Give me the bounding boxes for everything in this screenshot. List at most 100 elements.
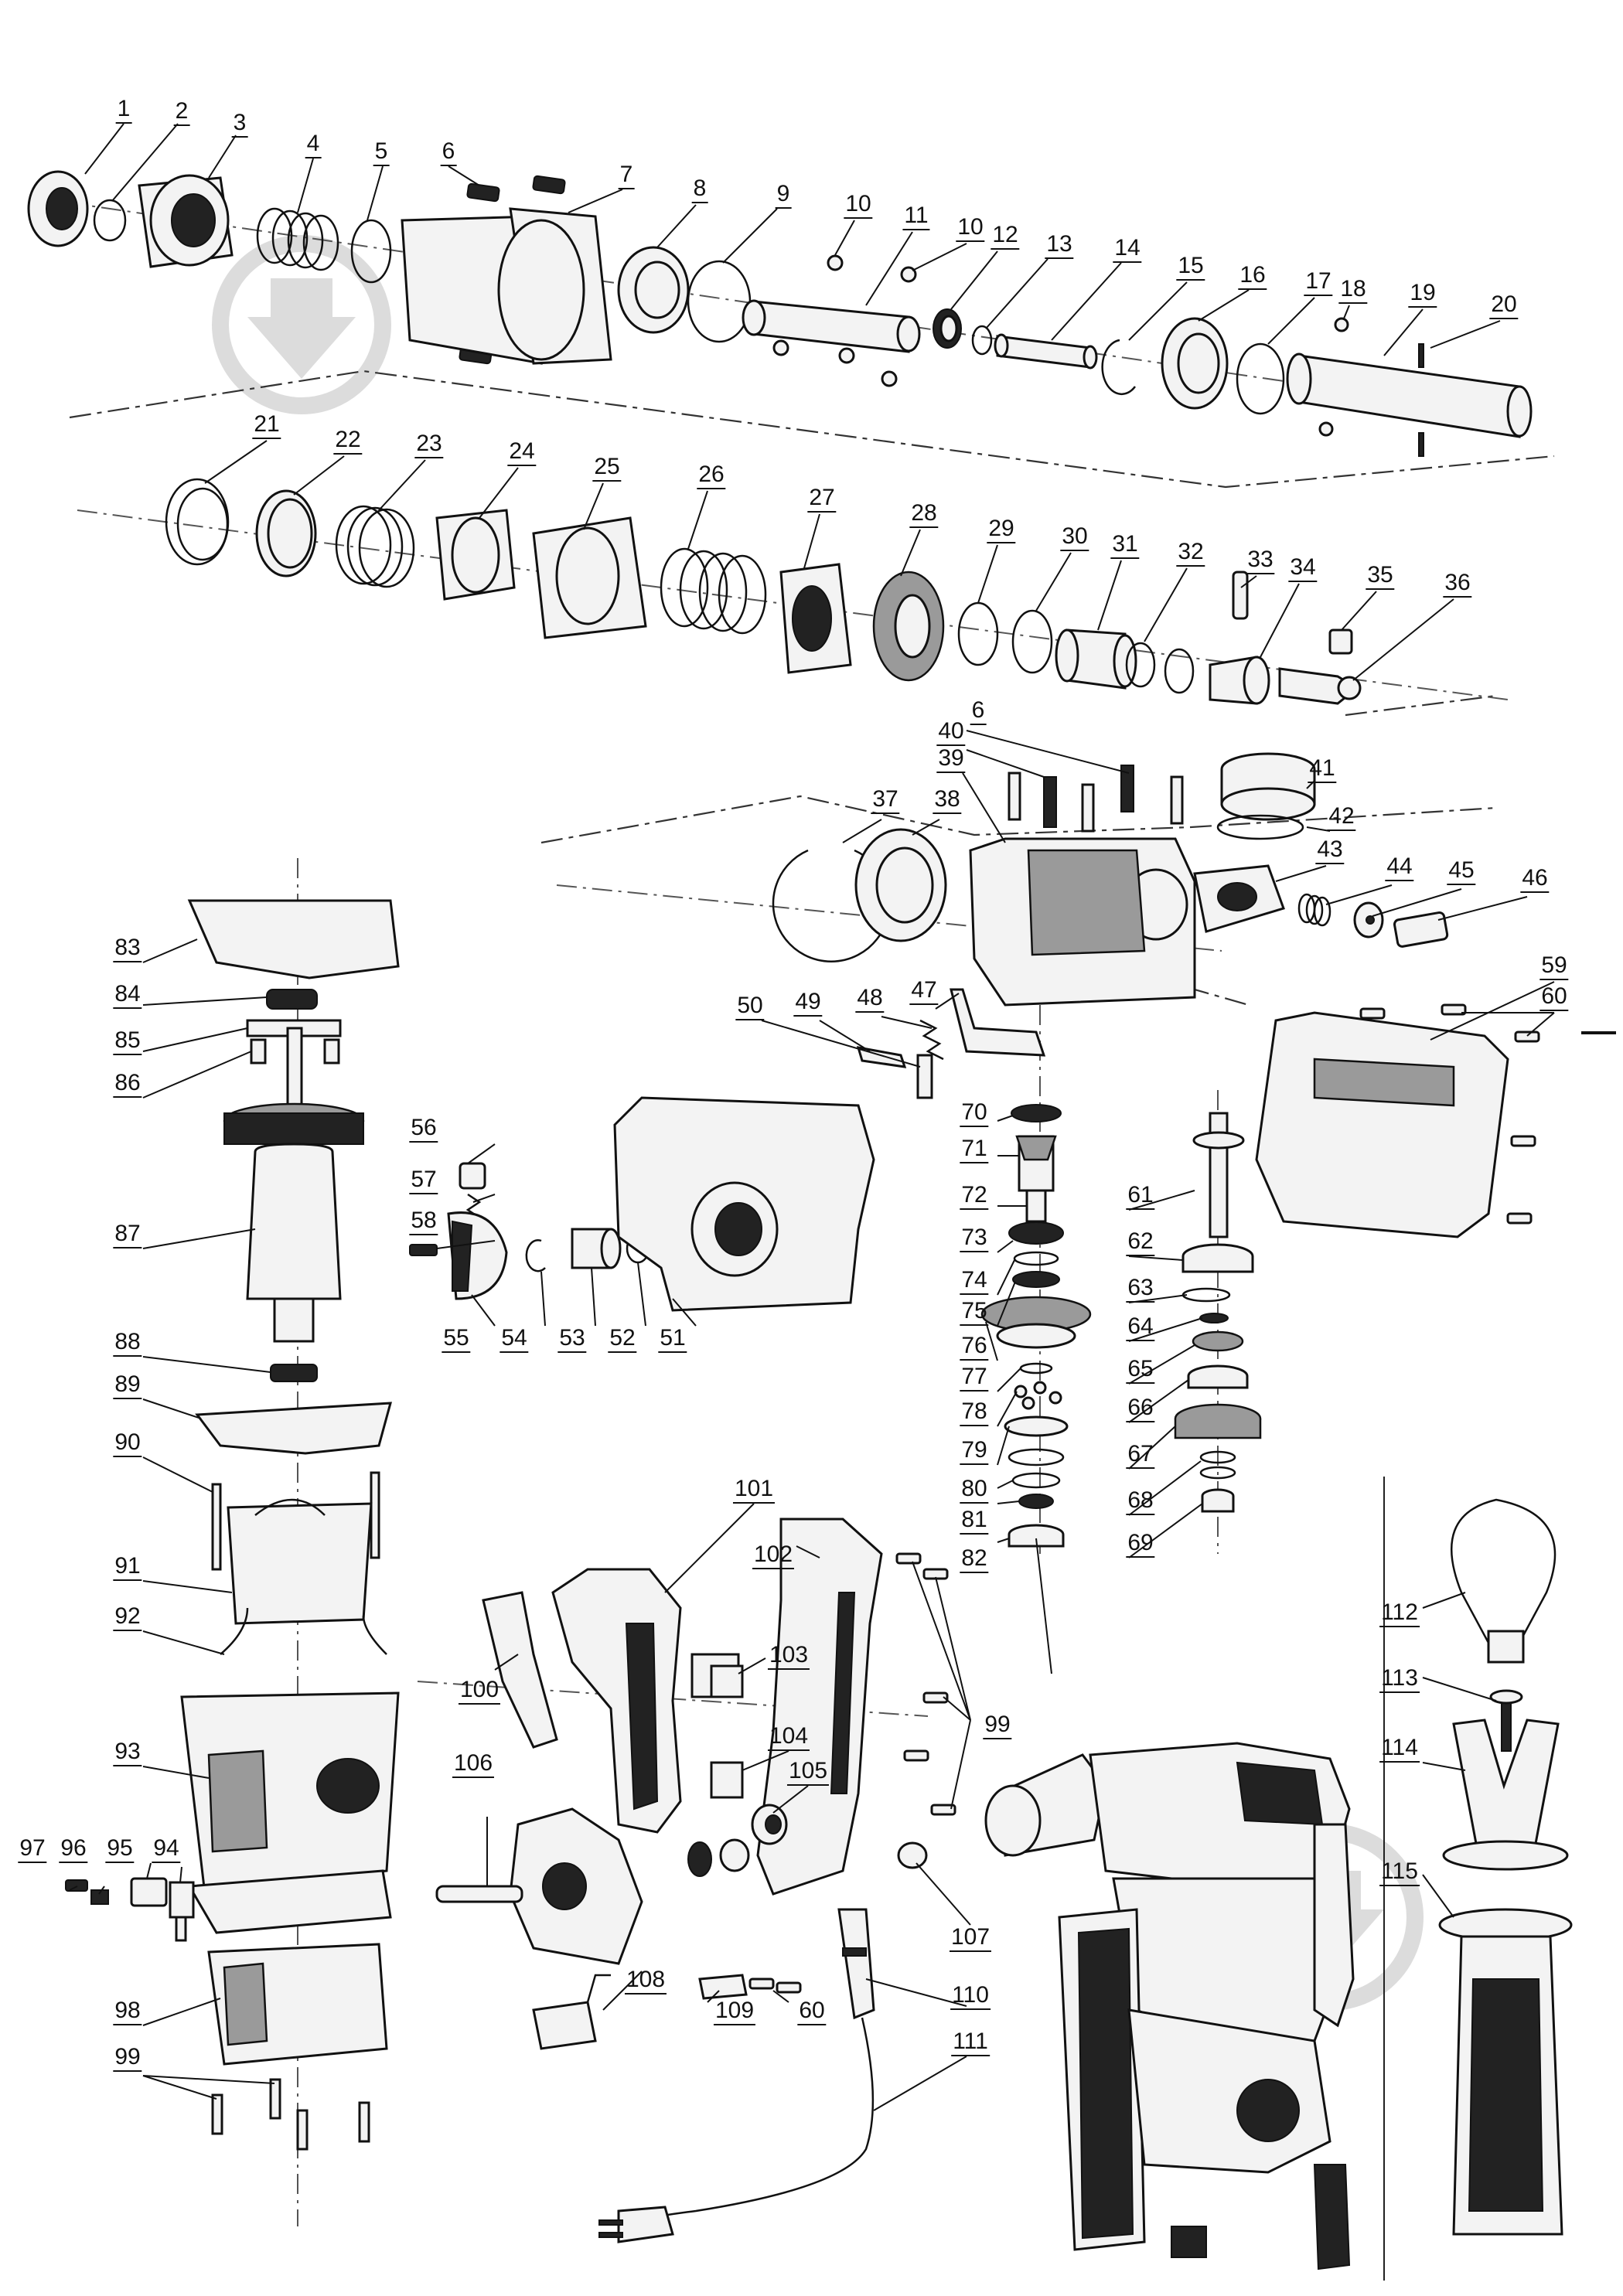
part-65 [1192,1330,1244,1352]
row-3-gearbox [772,752,1449,1007]
part-100 [482,1591,558,1749]
part-105 [751,1804,788,1845]
callout-47: 47 [909,979,939,1005]
callout-44: 44 [1385,855,1415,881]
callout-28: 28 [909,502,939,528]
part-58 [409,1244,438,1256]
callout-46: 46 [1520,867,1550,893]
part-88 [270,1364,318,1382]
part-62 [1181,1243,1254,1273]
callout-36: 36 [1443,571,1473,598]
part-27 [779,563,852,674]
callout-1: 1 [115,97,132,124]
part-5 [350,219,392,284]
part-87 [223,1027,365,1343]
part-107 [897,1841,928,1869]
part-21 [165,478,230,566]
callout-94: 94 [152,1837,182,1863]
callout-77: 77 [960,1365,990,1392]
callout-58: 58 [409,1209,439,1235]
callout-20: 20 [1489,293,1519,319]
callout-78: 78 [960,1400,990,1426]
callout-29: 29 [987,517,1017,543]
part-14 [994,333,1098,370]
callout-67: 67 [1126,1443,1156,1469]
callout-101: 101 [732,1477,776,1504]
part-103 [690,1653,744,1698]
callout-87: 87 [113,1222,143,1248]
callout-45: 45 [1447,859,1477,885]
callout-71: 71 [960,1137,990,1163]
part-114 [1442,1719,1569,1871]
part-94 [169,1881,195,1942]
part-61 [1192,1112,1245,1238]
part-108 [532,1974,611,2050]
callout-55: 55 [442,1327,472,1353]
callout-98: 98 [113,1999,143,2025]
part-113 [1489,1689,1523,1752]
part-110 [837,1908,875,2020]
callout-107: 107 [949,1926,992,1952]
callout-23: 23 [414,432,445,458]
callout-26: 26 [697,463,727,489]
callout-104: 104 [767,1725,810,1751]
callout-81: 81 [960,1508,990,1535]
part-95 [130,1877,168,1907]
callout-48: 48 [855,986,885,1013]
callout-35: 35 [1366,564,1396,590]
part-111 [598,2017,875,2243]
part-98 [207,1943,388,2066]
side-handle-assembly [1438,1498,1573,2236]
part-79 [1004,1415,1069,1437]
part-32 [1125,642,1195,694]
callout-108: 108 [624,1968,667,1995]
callout-19: 19 [1408,281,1438,308]
part-75 [1012,1271,1060,1288]
part-31 [1055,629,1137,690]
part-42 [1216,814,1304,840]
part-101 [509,1568,682,1965]
callout-86: 86 [113,1071,143,1098]
part-19 [1286,353,1533,438]
part-6-40-screws [1008,765,1184,833]
callout-18: 18 [1338,278,1369,304]
callout-90: 90 [113,1431,143,1457]
part-70 [1011,1104,1062,1122]
callout-4: 4 [305,132,322,158]
part-112 [1451,1498,1557,1664]
motor-assembly [65,899,400,2151]
part-45 [1353,901,1384,938]
part-8 [617,246,690,334]
callout-63: 63 [1126,1276,1156,1303]
callout-99b: 99 [983,1713,1013,1739]
row-1-chuck-parts [27,170,1533,457]
callout-31: 31 [1110,533,1141,559]
part-1 [27,170,89,247]
part-84 [266,989,318,1010]
callout-14: 14 [1113,237,1143,263]
part-109 [698,1974,748,2000]
mode-selector [409,988,1046,1312]
callout-83: 83 [113,936,143,962]
part-50 [916,1054,933,1099]
callout-95: 95 [105,1837,135,1863]
part-36 [1278,667,1362,705]
callout-70: 70 [960,1101,990,1127]
part-11 [742,299,921,353]
part-3 [138,174,234,268]
callout-37: 37 [871,788,901,814]
callout-69: 69 [1126,1531,1156,1558]
part-12 [933,308,962,349]
callout-103: 103 [767,1644,810,1670]
callout-6: 6 [440,140,457,166]
part-41 [1220,752,1316,821]
callout-115: 115 [1379,1860,1420,1886]
part-44 [1297,893,1331,927]
callout-6b: 6 [970,699,987,725]
leader-lines [69,123,1555,2111]
callout-68: 68 [1126,1489,1156,1515]
callout-33: 33 [1246,548,1276,574]
callout-10b: 10 [956,216,986,242]
